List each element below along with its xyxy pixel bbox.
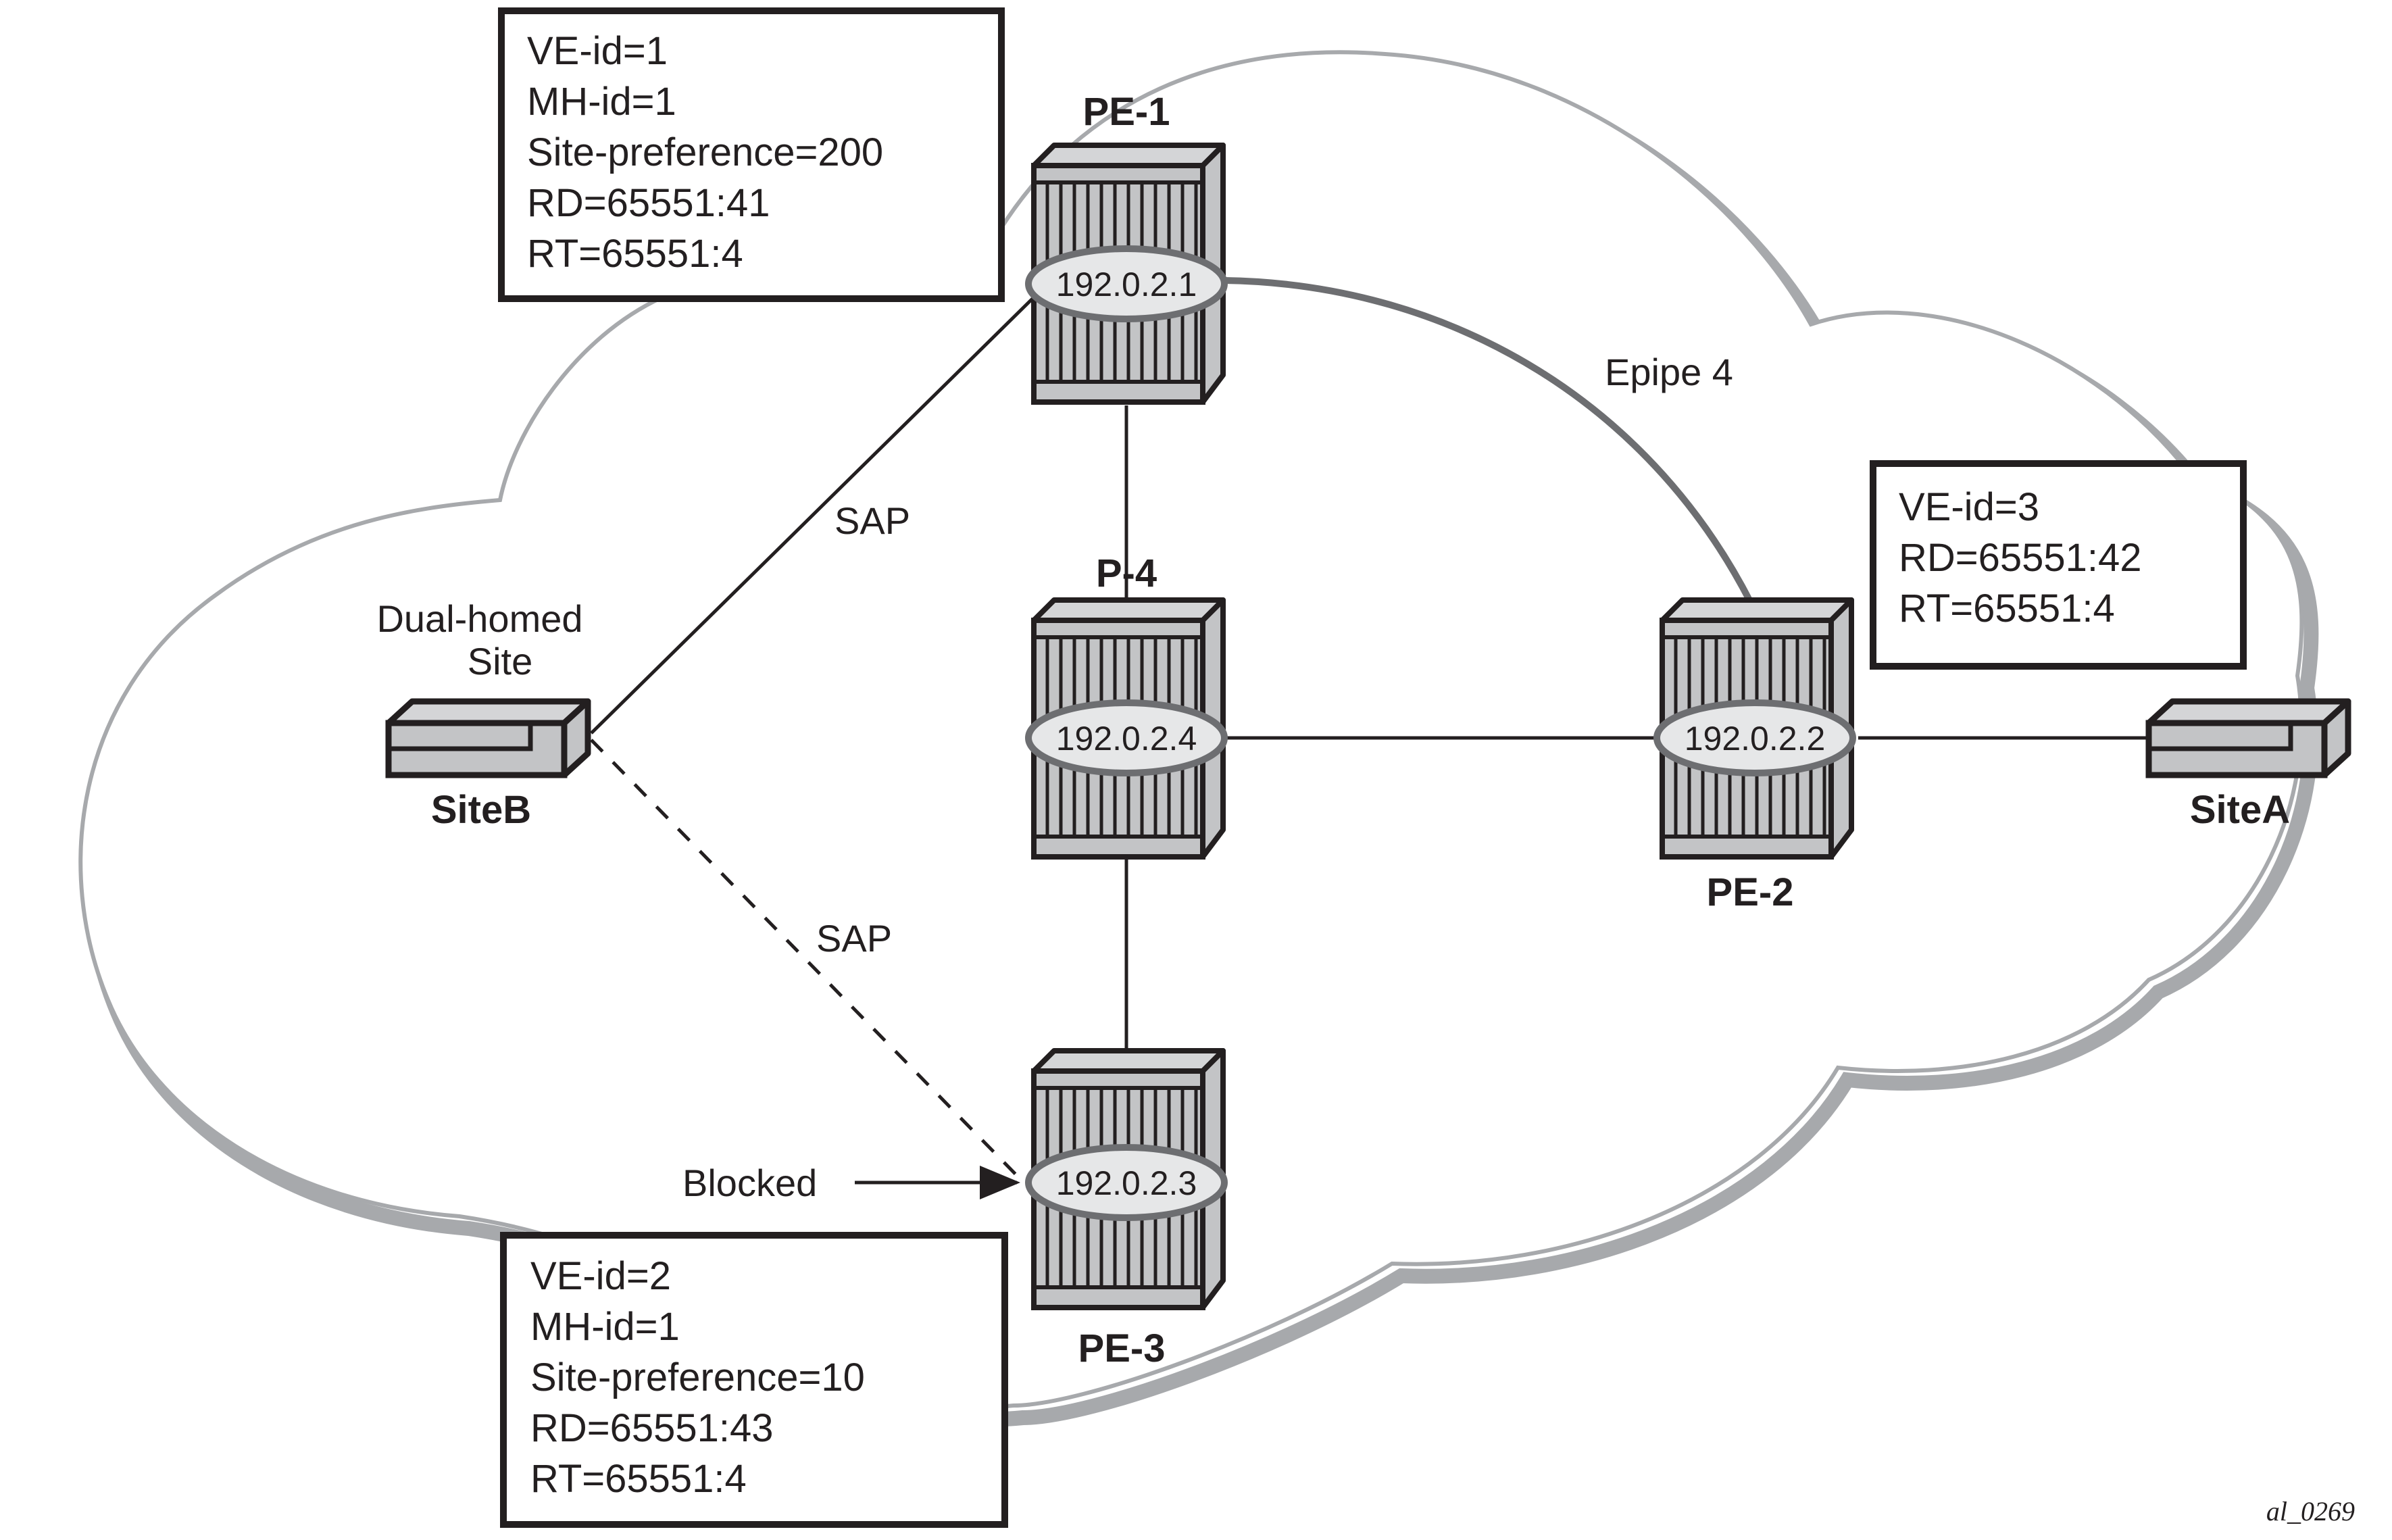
node-name-pe2: PE-2: [1707, 870, 1794, 914]
info-box-pe3: VE-id=2 MH-id=1 Site-preference=10 RD=65…: [500, 1232, 1008, 1528]
ce-device-icon: [389, 701, 588, 775]
node-name-pe1: PE-1: [1083, 90, 1170, 134]
sap-label-standby: SAP: [816, 917, 892, 960]
site-b[interactable]: Dual-homed Site SiteB: [376, 597, 588, 832]
info-box-pe1: VE-id=1 MH-id=1 Site-preference=200 RD=6…: [498, 7, 1005, 302]
node-name-pe3: PE-3: [1078, 1326, 1166, 1370]
ce-device-icon: [2149, 701, 2348, 775]
ip-oval-pe3: [1025, 1144, 1228, 1221]
ip-address-p4: 192.0.2.4: [1056, 720, 1197, 757]
site-a[interactable]: SiteA: [2149, 701, 2348, 832]
info-line: MH-id=1: [527, 80, 676, 124]
router-pe3[interactable]: 192.0.2.3 PE-3: [1025, 1051, 1228, 1370]
ip-oval-pe1: [1025, 245, 1228, 322]
epipe-pseudowire: [1224, 277, 1760, 617]
ip-oval-p4: [1025, 699, 1228, 776]
ip-address-pe3: 192.0.2.3: [1056, 1164, 1197, 1202]
info-line: Site-preference=200: [527, 130, 883, 174]
sap-link-active: [590, 296, 1035, 735]
info-line: RD=65551:41: [527, 181, 770, 225]
figure-id: al_0269: [2266, 1496, 2355, 1526]
site-a-name: SiteA: [2190, 788, 2290, 832]
node-name-p4: P-4: [1096, 551, 1157, 595]
site-b-name: SiteB: [431, 788, 531, 832]
ip-address-pe1: 192.0.2.1: [1056, 266, 1197, 303]
sap-label-active: SAP: [834, 499, 910, 542]
info-line: MH-id=1: [530, 1305, 680, 1349]
info-box-pe2: VE-id=3 RD=65551:42 RT=65551:4: [1870, 460, 2247, 670]
info-line: VE-id=3: [1899, 485, 2039, 529]
site-b-caption-line2: Site: [468, 640, 533, 682]
epipe-label: Epipe 4: [1605, 351, 1733, 393]
info-line: Site-preference=10: [530, 1356, 865, 1399]
info-line: RT=65551:4: [1899, 587, 2115, 630]
site-b-caption-line1: Dual-homed: [376, 597, 582, 640]
info-line: RT=65551:4: [527, 232, 743, 276]
info-line: RD=65551:43: [530, 1406, 774, 1450]
sap-link-standby: [590, 739, 1025, 1184]
info-line: VE-id=1: [527, 29, 668, 73]
info-line: RT=65551:4: [530, 1457, 747, 1501]
ip-address-pe2: 192.0.2.2: [1685, 720, 1826, 757]
ip-oval-pe2: [1653, 699, 1856, 776]
router-pe2[interactable]: 192.0.2.2 PE-2: [1653, 600, 1856, 914]
links: [590, 277, 2149, 1199]
router-p4[interactable]: P-4 192.0.2.4: [1025, 551, 1228, 857]
blocked-label: Blocked: [682, 1162, 817, 1204]
router-pe1[interactable]: PE-1 192.0.2.1: [1025, 90, 1228, 402]
info-line: VE-id=2: [530, 1254, 671, 1298]
info-line: RD=65551:42: [1899, 536, 2142, 580]
